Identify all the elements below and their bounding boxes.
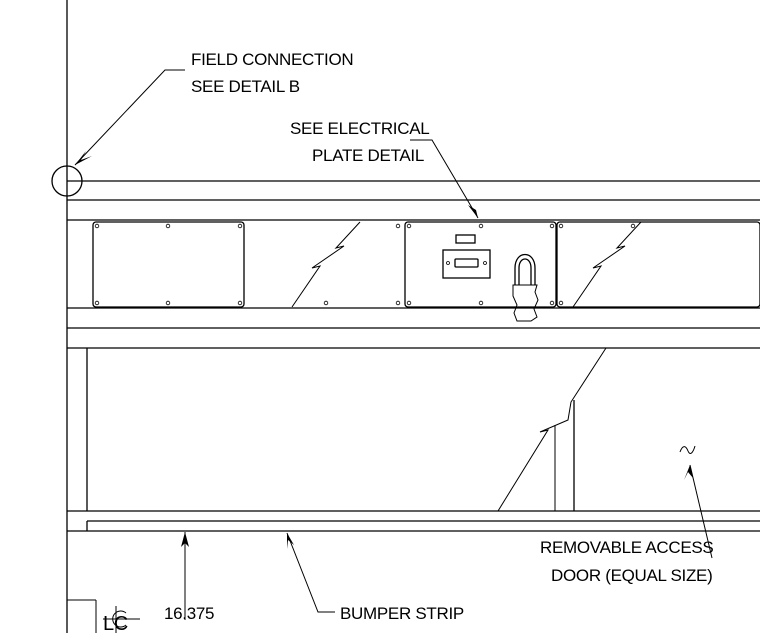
dimension-leader <box>181 532 189 620</box>
bottom-rail <box>67 510 760 532</box>
field-connection-marker <box>51 165 83 197</box>
access-door-leader <box>684 464 713 559</box>
lower-access-door <box>86 347 607 512</box>
cable-conduit <box>512 253 539 322</box>
centerline-label: LC <box>103 613 128 633</box>
bumper-strip-leader <box>286 532 335 613</box>
middle-rail <box>67 307 760 349</box>
upper-panel-2 <box>404 221 557 308</box>
access-door-label-2: DOOR (EQUAL SIZE) <box>551 566 712 585</box>
field-connection-leader <box>74 69 185 166</box>
electrical-plate <box>442 234 491 279</box>
top-rail <box>67 180 760 221</box>
access-door-label-1: REMOVABLE ACCESS <box>540 538 713 557</box>
bumper-strip-label: BUMPER STRIP <box>340 604 464 623</box>
upper-panel-1 <box>92 221 245 308</box>
field-connection-label-2: SEE DETAIL B <box>191 77 300 96</box>
electrical-leader <box>410 139 479 219</box>
upper-break-line-1 <box>291 221 361 308</box>
upper-panel-row <box>92 221 760 308</box>
tilde-mark <box>679 445 696 454</box>
centerline-symbol <box>67 599 140 633</box>
electrical-label-2: PLATE DETAIL <box>312 146 424 165</box>
electrical-label-1: SEE ELECTRICAL <box>290 119 429 138</box>
upper-panel-3 <box>556 221 760 308</box>
dimension-value: 16.375 <box>164 604 214 623</box>
upper-break-line-2 <box>572 221 642 308</box>
field-connection-label-1: FIELD CONNECTION <box>191 50 353 69</box>
